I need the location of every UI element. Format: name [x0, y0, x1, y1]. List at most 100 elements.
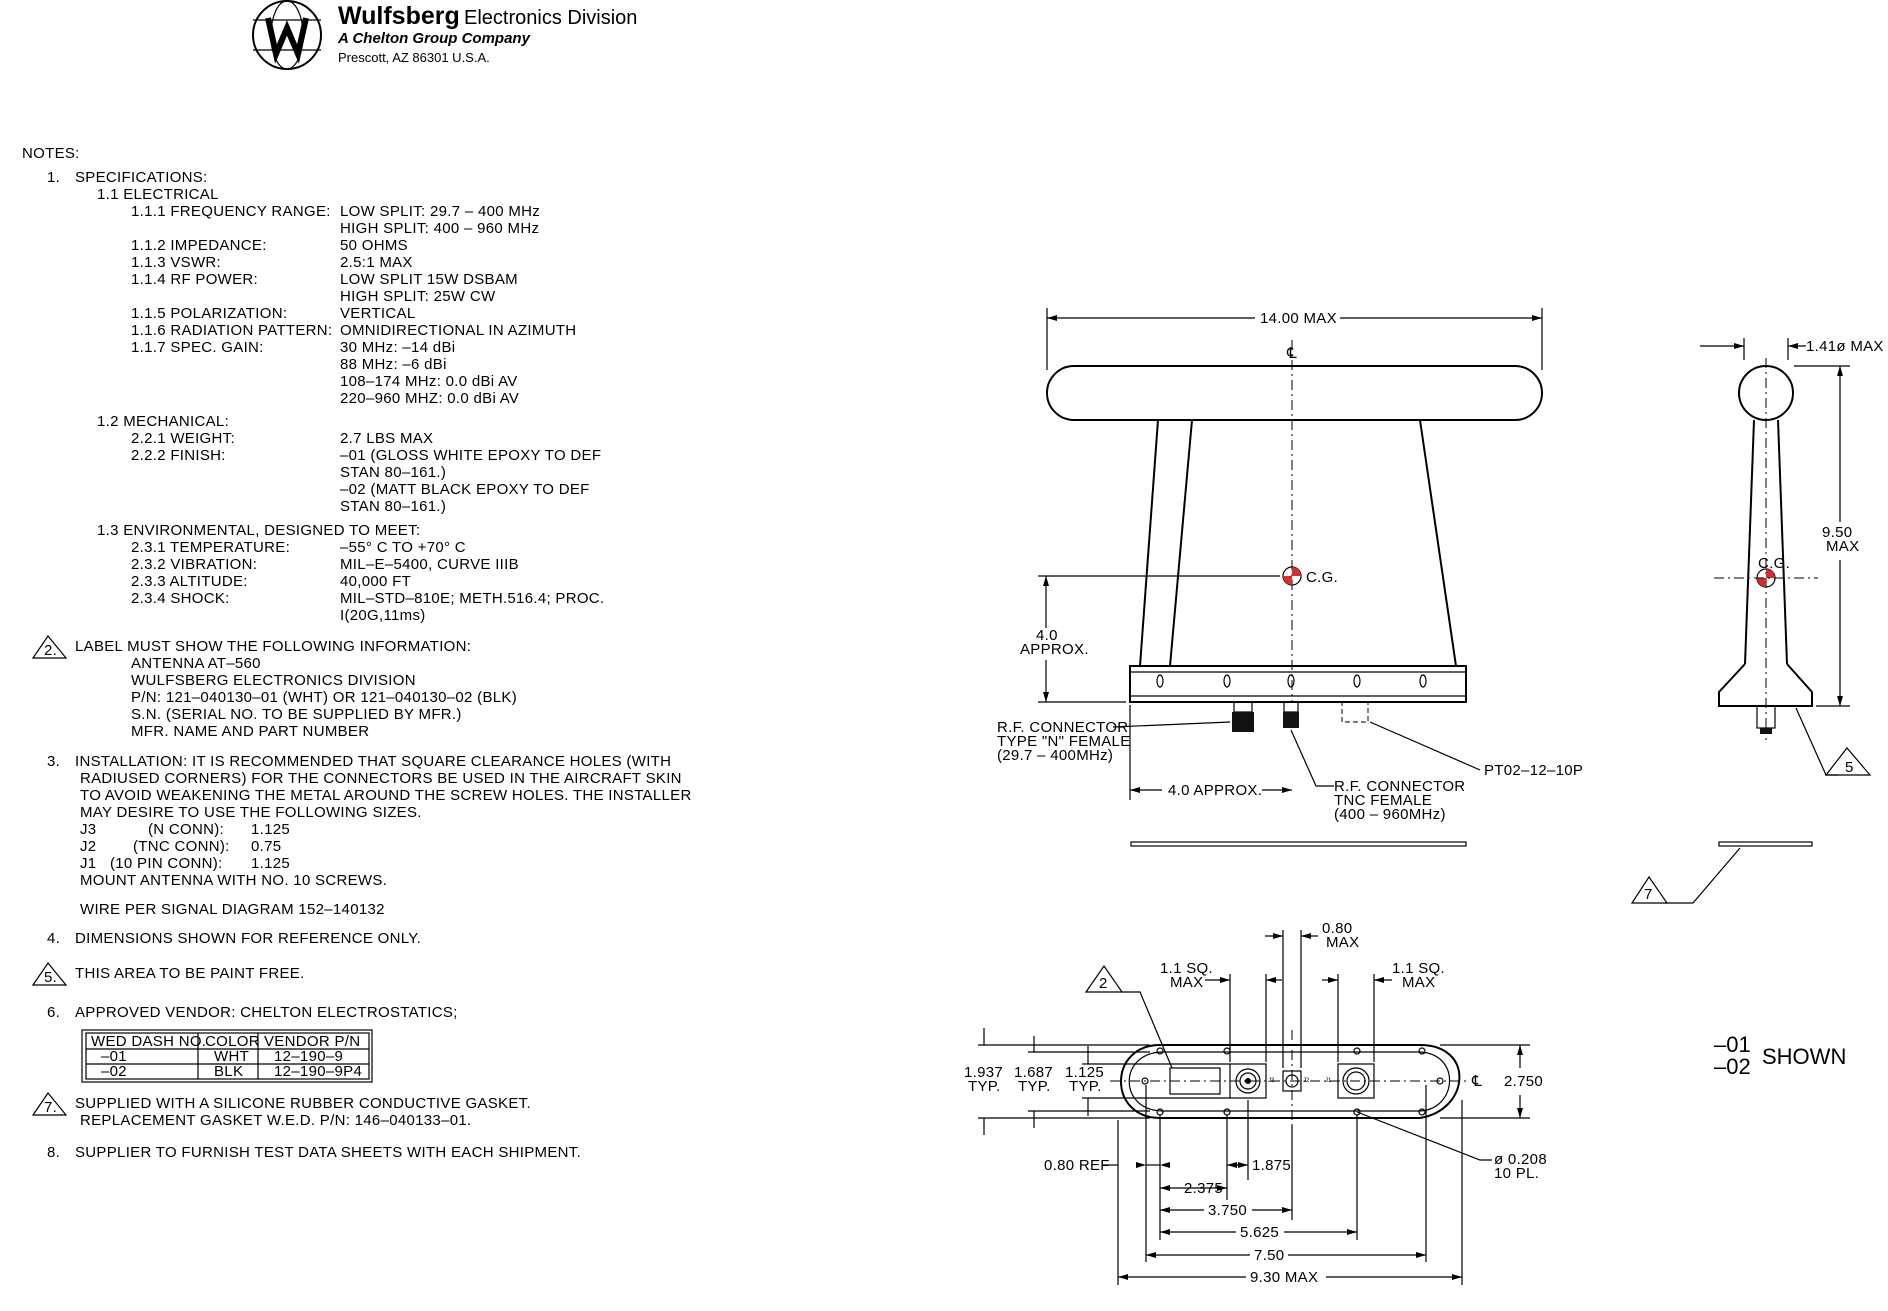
rf-tnc-label: (400 – 960MHz) [1334, 806, 1446, 823]
front-view: 14.00 MAX ℄ C.G. 4.0 APPRO [997, 308, 1583, 847]
spec-label: 1.1.5 POLARIZATION: [131, 305, 287, 322]
drawing-line [1766, 569, 1775, 578]
mechanical-title: 1.2 MECHANICAL: [97, 413, 229, 430]
drawing-line [1128, 1051, 1451, 1112]
dim-2375: 2.375 [1184, 1180, 1223, 1197]
notes-title: NOTES: [22, 145, 80, 162]
spec-value: 2.7 LBS MAX [340, 430, 433, 447]
drawing-line [1419, 419, 1457, 667]
dim-5625: 5.625 [1240, 1224, 1279, 1241]
spec-value: –02 (MATT BLACK EPOXY TO DEF [340, 481, 590, 498]
dim-930: 9.30 MAX [1250, 1269, 1318, 1286]
dash-02: –02 [1714, 1054, 1751, 1079]
notes-block: NOTES: 1. SPECIFICATIONS: 1.1 ELECTRICAL… [22, 145, 692, 1161]
size-conn: (TNC CONN): [133, 838, 230, 855]
spec-value: LOW SPLIT: 29.7 – 400 MHz [340, 203, 540, 220]
drawing-line [1353, 674, 1361, 688]
note-number: 5. [44, 969, 57, 986]
spec-value: –01 (GLOSS WHITE EPOXY TO DEF [340, 447, 601, 464]
dim-height-max: MAX [1826, 538, 1859, 555]
drawing-line [1292, 567, 1301, 576]
side-gasket [1718, 841, 1813, 847]
specs-title: SPECIFICATIONS: [75, 169, 208, 186]
drawing-line [1223, 1108, 1231, 1116]
spec-value: HIGH SPLIT: 400 – 960 MHz [340, 220, 539, 237]
spec-label: 2.3.1 TEMPERATURE: [131, 539, 290, 556]
spec-label: 1.1.2 IMPEDANCE: [131, 237, 267, 254]
drawing-line [1419, 674, 1427, 688]
size-value: 1.125 [251, 855, 290, 872]
drawing-line [1290, 729, 1334, 787]
note-text: TO AVOID WEAKENING THE METAL AROUND THE … [80, 787, 692, 804]
note-text: RADIUSED CORNERS) FOR THE CONNECTORS BE … [80, 770, 682, 787]
dim-typ: TYP. [1018, 1078, 1051, 1095]
dim-080-max: MAX [1326, 934, 1359, 951]
note-number: 8. [47, 1144, 60, 1161]
dash-01: –01 [1714, 1032, 1751, 1057]
bottom-centerline: ℄ [1471, 1073, 1482, 1090]
table-cell: WHT [214, 1048, 249, 1065]
pt-label: PT02–12–10P [1484, 762, 1583, 779]
spec-value: MIL–E–5400, CURVE IIIB [340, 556, 519, 573]
drawing-line [1369, 721, 1481, 771]
note-text: THIS AREA TO BE PAINT FREE. [75, 965, 305, 982]
dim-1937: 1.937 [964, 1064, 1003, 1081]
hole-count: 10 PL. [1494, 1165, 1539, 1182]
drawing-line [1346, 1071, 1366, 1091]
label-area [1169, 1067, 1221, 1095]
flag-7-icon [1630, 875, 1669, 904]
dim-height: 4.0 [1036, 627, 1058, 644]
size-value: 1.125 [251, 821, 290, 838]
drawing-line [1283, 701, 1299, 713]
table-cell: 12–190–9P4 [274, 1063, 362, 1080]
drawing-line [1112, 721, 1231, 728]
parent-company: A Chelton Group Company [337, 30, 531, 47]
electrical-title: 1.1 ELECTRICAL [97, 186, 219, 203]
dim-sq-left-max: MAX [1170, 974, 1203, 991]
rf-tnc-label: R.F. CONNECTOR [1334, 778, 1465, 795]
j1-label: J1 [1325, 1078, 1332, 1084]
cg-label: C.G. [1306, 569, 1338, 586]
note-text: LABEL MUST SHOW THE FOLLOWING INFORMATIO… [75, 638, 471, 655]
j1-connector [1337, 1063, 1375, 1099]
environmental-title: 1.3 ENVIRONMENTAL, DESIGNED TO MEET: [97, 522, 420, 539]
drawing-line [1273, 933, 1311, 939]
note-number: 4. [47, 930, 60, 947]
hole-dim: ø 0.208 [1494, 1151, 1547, 1168]
spec-value: 30 MHz: –14 dBi [340, 339, 455, 356]
spec-label: 1.1.6 RADIATION PATTERN: [131, 322, 332, 339]
dash-shown-note: –01 –02 SHOWN [1714, 1032, 1846, 1079]
drawing-line [1139, 419, 1159, 667]
drawing-line [1283, 576, 1292, 585]
note-number: 3. [47, 753, 60, 770]
rf-n-label: R.F. CONNECTOR [997, 719, 1128, 736]
drawing-line [1141, 1077, 1149, 1085]
drawing-line [81, 1029, 373, 1083]
note-flag-2-icon [31, 634, 68, 659]
spec-value: STAN 80–161.) [340, 464, 446, 481]
dim-2750: 2.750 [1504, 1073, 1543, 1090]
note-number: 6. [47, 1004, 60, 1021]
spec-label: 2.2.1 WEIGHT: [131, 430, 235, 447]
note-number: 2. [44, 642, 57, 659]
cg-marker-icon [1282, 566, 1302, 586]
drawing-line [1342, 1067, 1370, 1095]
dim-1875: 1.875 [1252, 1157, 1291, 1174]
table-cell: BLK [214, 1063, 243, 1080]
note-text: SUPPLIED WITH A SILICONE RUBBER CONDUCTI… [75, 1095, 531, 1112]
dim-3750: 3.750 [1208, 1202, 1247, 1219]
note-text: APPROVED VENDOR: CHELTON ELECTROSTATICS; [75, 1004, 458, 1021]
size-j: J2 [80, 838, 96, 855]
drawing-line [1156, 1047, 1164, 1055]
drawing-line [1158, 419, 1194, 667]
note-text: MAY DESIRE TO USE THE FOLLOWING SIZES. [80, 804, 422, 821]
note-text: INSTALLATION: IT IS RECOMMENDED THAT SQU… [75, 753, 671, 770]
bottom-view: J3 J2 J1 2.750 ℄ [964, 920, 1547, 1286]
dim-ref: 0.80 REF [1044, 1157, 1110, 1174]
spec-label: 2.2.2 FINISH: [131, 447, 226, 464]
spec-label: 2.3.3 ALTITUDE: [131, 573, 248, 590]
mechanical-specs: 2.2.1 WEIGHT: 2.7 LBS MAX 2.2.2 FINISH: … [131, 430, 601, 515]
spec-value: 50 OHMS [340, 237, 408, 254]
drawing-line [1777, 419, 1788, 665]
